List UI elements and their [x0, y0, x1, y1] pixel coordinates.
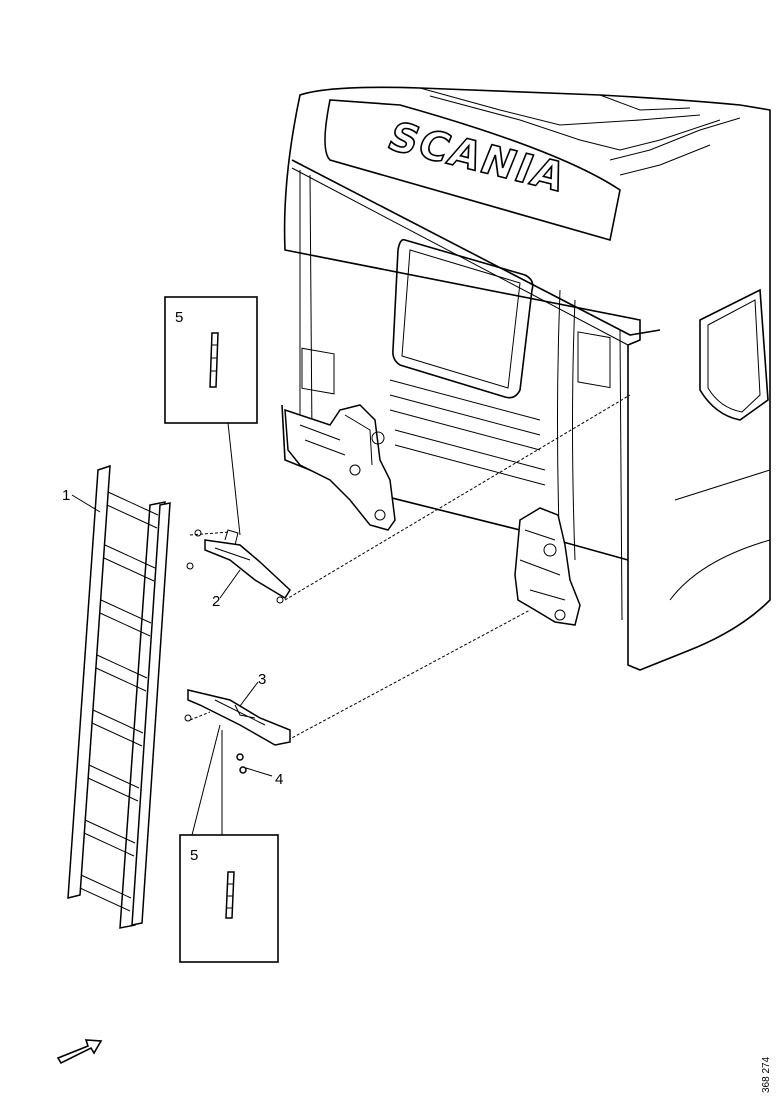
detail-box-upper — [164, 296, 258, 536]
cab-mount-right — [514, 507, 581, 626]
lower-bracket — [184, 689, 291, 746]
forward-arrow-icon — [56, 1039, 103, 1065]
nuts — [236, 753, 247, 774]
callout-upper-bracket: 2 — [212, 593, 220, 610]
ladder — [67, 464, 171, 929]
cab-mount-left — [284, 404, 396, 531]
drawing-reference: 368 274 — [761, 1056, 772, 1093]
detail-box-lower — [179, 724, 279, 963]
callout-detail-lower: 5 — [190, 847, 198, 864]
cab-rear: SCANIA — [281, 86, 771, 671]
brand-logo: SCANIA — [381, 114, 573, 201]
callout-nuts: 4 — [275, 771, 283, 788]
callout-lower-bracket: 3 — [258, 671, 266, 688]
callout-ladder: 1 — [62, 487, 70, 504]
upper-bracket — [186, 529, 291, 604]
callout-detail-upper: 5 — [175, 309, 183, 326]
